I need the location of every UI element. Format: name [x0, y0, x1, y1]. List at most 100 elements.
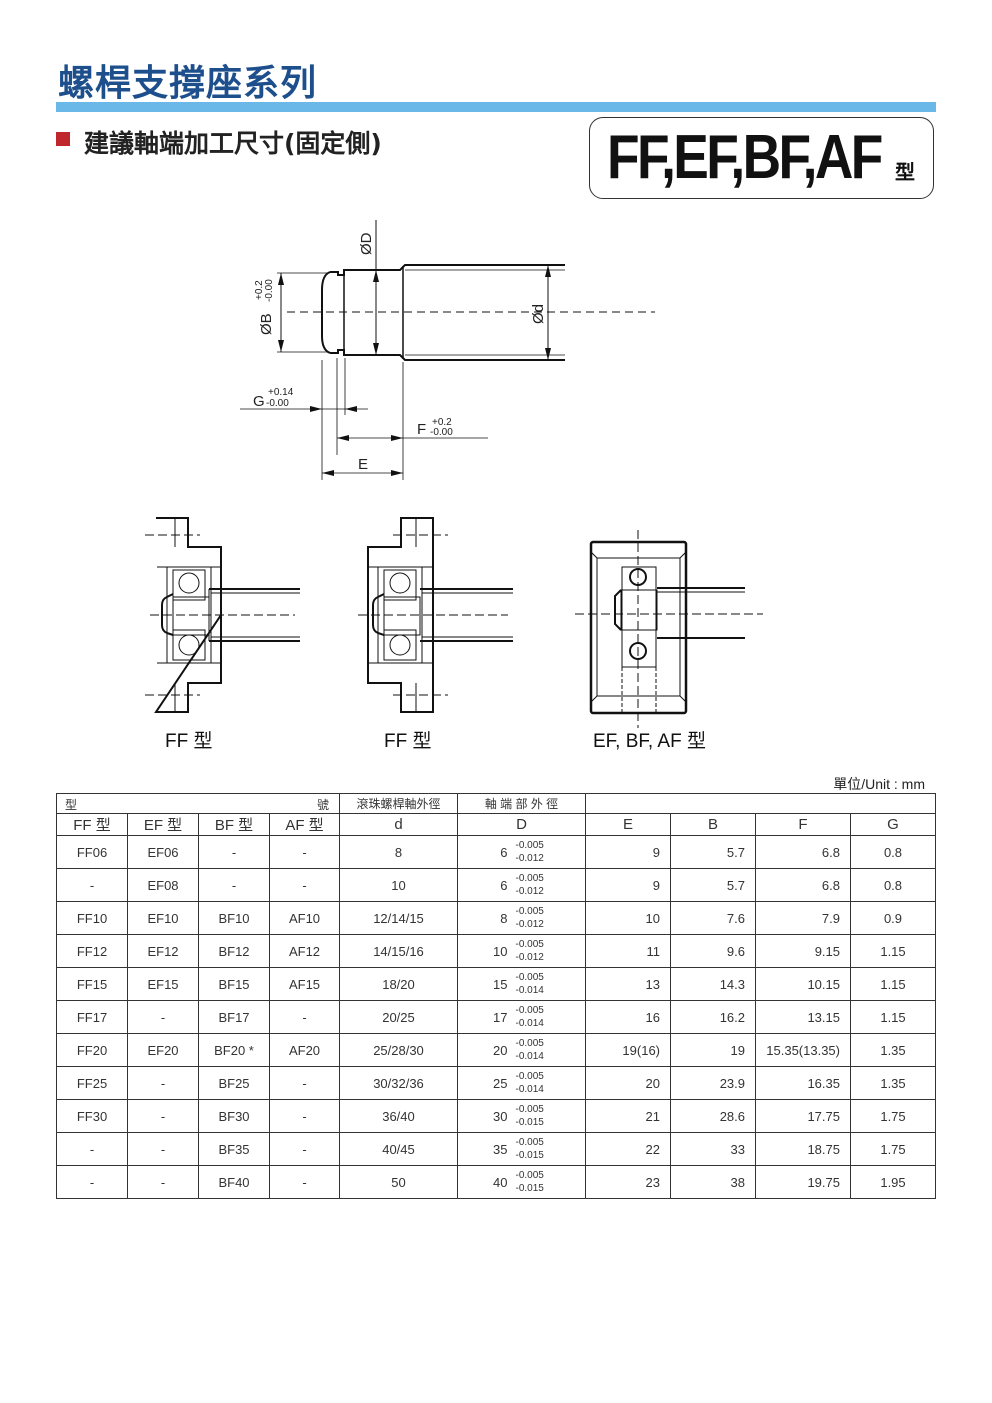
col-ff: FF 型	[56, 813, 128, 836]
cell-bf: BF40	[198, 1165, 270, 1199]
cell-F: 19.75	[755, 1165, 851, 1199]
cell-ff: FF15	[56, 967, 128, 1001]
label-G-tol-lower: -0.00	[266, 398, 289, 409]
cell-af: -	[269, 1132, 340, 1166]
col-D: D	[457, 813, 586, 836]
type-badge-label: FF,EF,BF,AF	[607, 123, 883, 192]
cell-bf: BF15	[198, 967, 270, 1001]
cell-ef: EF08	[127, 868, 199, 902]
label-F-tol-lower: -0.00	[430, 427, 453, 438]
cell-ef: -	[127, 1000, 199, 1034]
cell-ff: FF20	[56, 1033, 128, 1067]
cell-G: 1.15	[850, 967, 936, 1001]
cell-d: 36/40	[339, 1099, 458, 1133]
header-D-desc: 軸 端 部 外 徑	[457, 793, 586, 814]
cell-D: 6-0.005-0.012	[457, 868, 586, 902]
figure-caption-ff-2: FF 型	[384, 731, 432, 752]
col-E: E	[585, 813, 671, 836]
cell-af: -	[269, 1066, 340, 1100]
table-group-header: 型 號 滾珠螺桿軸外徑 軸 端 部 外 徑	[56, 793, 936, 814]
cell-bf: BF17	[198, 1000, 270, 1034]
cell-F: 13.15	[755, 1000, 851, 1034]
cell-ff: FF30	[56, 1099, 128, 1133]
cell-ef: EF15	[127, 967, 199, 1001]
cell-D: 30-0.005-0.015	[457, 1099, 586, 1133]
type-badge-suffix: 型	[895, 160, 915, 184]
ff-type-figure-2	[358, 517, 513, 713]
cell-F: 6.8	[755, 868, 851, 902]
cell-G: 0.8	[850, 868, 936, 902]
table-column-header: FF 型 EF 型 BF 型 AF 型 d D E B F G	[56, 813, 936, 836]
label-F: F	[417, 421, 426, 438]
cell-D-tol-upper: -0.005	[515, 1137, 544, 1148]
cell-D-tolerance: -0.005-0.012	[508, 938, 568, 964]
cell-D-tol-upper: -0.005	[515, 939, 544, 950]
cell-E: 23	[585, 1165, 671, 1199]
shaft-end-drawing: ØD ØB +0.2 -0.00 Ød G +0.14 -0.00 F +0.2…	[240, 220, 655, 480]
cell-G: 1.95	[850, 1165, 936, 1199]
cell-B: 7.6	[670, 901, 756, 935]
cell-D-value: 15	[493, 976, 508, 992]
cell-B: 28.6	[670, 1099, 756, 1133]
cell-F: 9.15	[755, 934, 851, 968]
cell-D-value: 10	[493, 943, 508, 959]
cell-B: 23.9	[670, 1066, 756, 1100]
cell-F: 17.75	[755, 1099, 851, 1133]
cell-D: 17-0.005-0.014	[457, 1000, 586, 1034]
cell-D-tol-upper: -0.005	[515, 906, 544, 917]
cell-d: 50	[339, 1165, 458, 1199]
cell-D-value: 8	[500, 910, 508, 926]
cell-G: 0.9	[850, 901, 936, 935]
cell-af: AF10	[269, 901, 340, 935]
cell-B: 9.6	[670, 934, 756, 968]
ff-type-figure-1	[145, 517, 300, 713]
cell-ef: EF20	[127, 1033, 199, 1067]
cell-af: AF12	[269, 934, 340, 968]
cell-D-tol-lower: -0.015	[515, 1150, 544, 1161]
cell-E: 10	[585, 901, 671, 935]
cell-af: -	[269, 835, 340, 869]
cell-D-tolerance: -0.005 -0.012	[508, 905, 568, 931]
cell-D-tolerance: -0.005-0.014	[508, 1070, 568, 1096]
section-marker-icon	[56, 132, 70, 146]
cell-D-tol-lower: -0.012	[515, 919, 544, 930]
label-G-tol-upper: +0.14	[268, 387, 294, 398]
cell-af: -	[269, 1165, 340, 1199]
label-G: G	[253, 393, 265, 410]
cell-D-value: 6	[500, 877, 508, 893]
cell-G: 1.35	[850, 1033, 936, 1067]
cell-bf: BF30	[198, 1099, 270, 1133]
cell-D: 6-0.005-0.012	[457, 835, 586, 869]
title-divider	[56, 102, 936, 112]
cell-D-tol-lower: -0.012	[515, 886, 544, 897]
cell-D-tol-upper: -0.005	[515, 1038, 544, 1049]
cell-d: 25/28/30	[339, 1033, 458, 1067]
header-d-desc: 滾珠螺桿軸外徑	[339, 793, 458, 814]
cell-bf: -	[198, 835, 270, 869]
col-B: B	[670, 813, 756, 836]
cell-F: 6.8	[755, 835, 851, 869]
cell-D-tolerance: -0.005-0.014	[508, 971, 568, 997]
page-title: 螺桿支撐座系列	[58, 63, 318, 104]
cell-bf: BF10	[198, 901, 270, 935]
col-F: F	[755, 813, 851, 836]
cell-D-tol-upper: -0.005	[515, 1104, 544, 1115]
cell-D-tol-lower: -0.014	[515, 1084, 544, 1095]
figure-caption-ff-1: FF 型	[165, 731, 213, 752]
col-ef: EF 型	[127, 813, 199, 836]
cell-E: 11	[585, 934, 671, 968]
cell-G: 1.35	[850, 1066, 936, 1100]
cell-E: 9	[585, 868, 671, 902]
cell-D-value: 35	[493, 1141, 508, 1157]
cell-d: 40/45	[339, 1132, 458, 1166]
cell-B: 33	[670, 1132, 756, 1166]
cell-D: 8 -0.005 -0.012	[457, 901, 586, 935]
cell-D-tol-upper: -0.005	[515, 1170, 544, 1181]
cell-G: 0.8	[850, 835, 936, 869]
header-blank	[585, 793, 936, 814]
cell-E: 21	[585, 1099, 671, 1133]
